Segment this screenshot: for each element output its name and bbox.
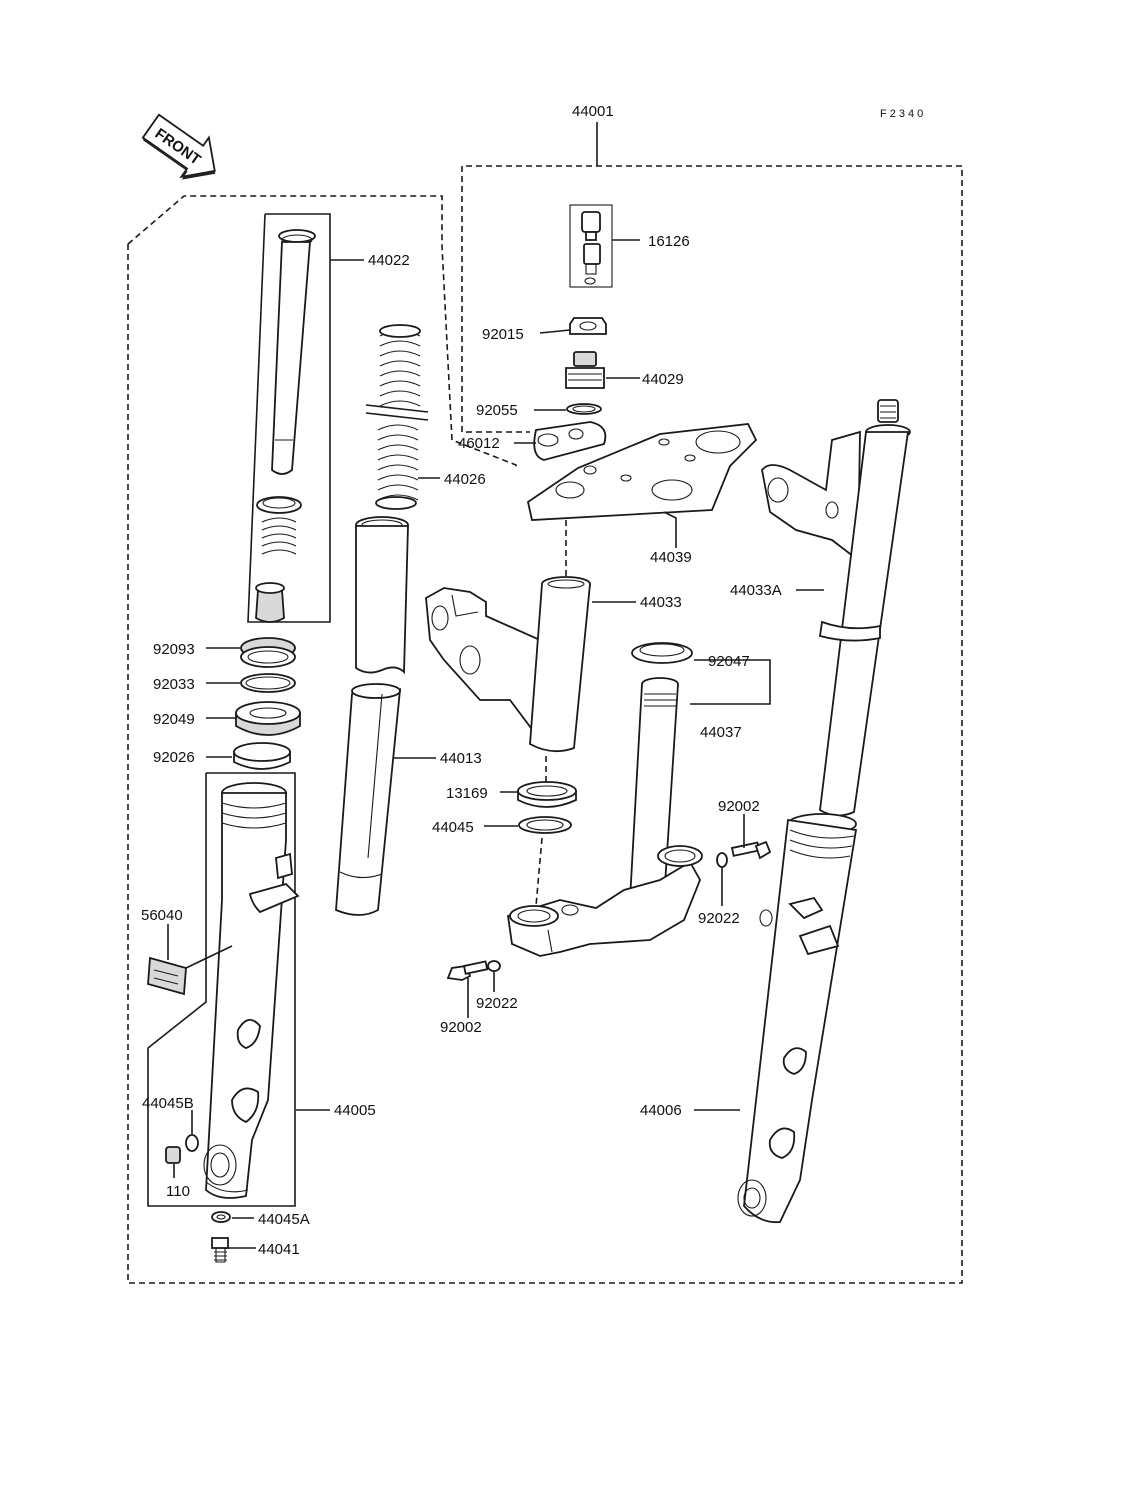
bottom-bolt-44041: [211, 1211, 231, 1263]
label-44041: 44041: [258, 1241, 300, 1258]
label-plate-56040: [147, 956, 187, 996]
part-labels: 44001 16126 92015 44029 92055 46012 4402…: [141, 103, 782, 1258]
figure-code: F2340: [880, 108, 926, 120]
pinch-bolts: [446, 840, 772, 981]
label-46012: 46012: [458, 435, 500, 452]
label-92022-right: 92022: [698, 910, 740, 927]
bolt-110: [165, 1134, 199, 1164]
label-44033: 44033: [640, 594, 682, 611]
label-44022: 44022: [368, 252, 410, 269]
leader-lines: [167, 122, 824, 1249]
label-44001: 44001: [572, 103, 614, 120]
label-44039: 44039: [650, 549, 692, 566]
label-44013: 44013: [440, 750, 482, 767]
upper-bracket-44039: [526, 423, 758, 521]
label-13169: 13169: [446, 785, 488, 802]
top-cap-assembly: [533, 211, 607, 461]
label-44045A: 44045A: [258, 1211, 310, 1228]
label-92033: 92033: [153, 676, 195, 693]
label-92047: 92047: [708, 653, 750, 670]
outer-tube-left: [203, 782, 300, 1199]
label-92049: 92049: [153, 711, 195, 728]
label-92026: 92026: [153, 749, 195, 766]
label-92002-left: 92002: [440, 1019, 482, 1036]
seal-stack: [233, 637, 301, 770]
label-44005: 44005: [334, 1102, 376, 1119]
label-92055: 92055: [476, 402, 518, 419]
label-110: 110: [166, 1183, 190, 1200]
steering-stem-44037: [507, 642, 703, 957]
fork-spring-44026: [365, 324, 429, 510]
label-92015: 92015: [482, 326, 524, 343]
label-16126: 16126: [648, 233, 690, 250]
label-44026: 44026: [444, 471, 486, 488]
label-44037: 44037: [700, 724, 742, 741]
inner-tube-44013: [335, 516, 409, 916]
label-92022-left: 92022: [476, 995, 518, 1012]
label-44045: 44045: [432, 819, 474, 836]
front-direction-arrow-icon: FRONT: [141, 113, 216, 180]
label-92002-right: 92002: [718, 798, 760, 815]
assembly-outline: [127, 165, 963, 1284]
damper-rod-assembly: [255, 229, 316, 623]
label-44006: 44006: [640, 1102, 682, 1119]
label-92093: 92093: [153, 641, 195, 658]
right-fork-assembly: [737, 399, 911, 1224]
label-44029: 44029: [642, 371, 684, 388]
label-44045B: 44045B: [142, 1095, 194, 1112]
bearing-rings: [517, 781, 577, 834]
label-44033A: 44033A: [730, 582, 782, 599]
upper-tube-44033: [425, 576, 591, 753]
label-56040: 56040: [141, 907, 183, 924]
